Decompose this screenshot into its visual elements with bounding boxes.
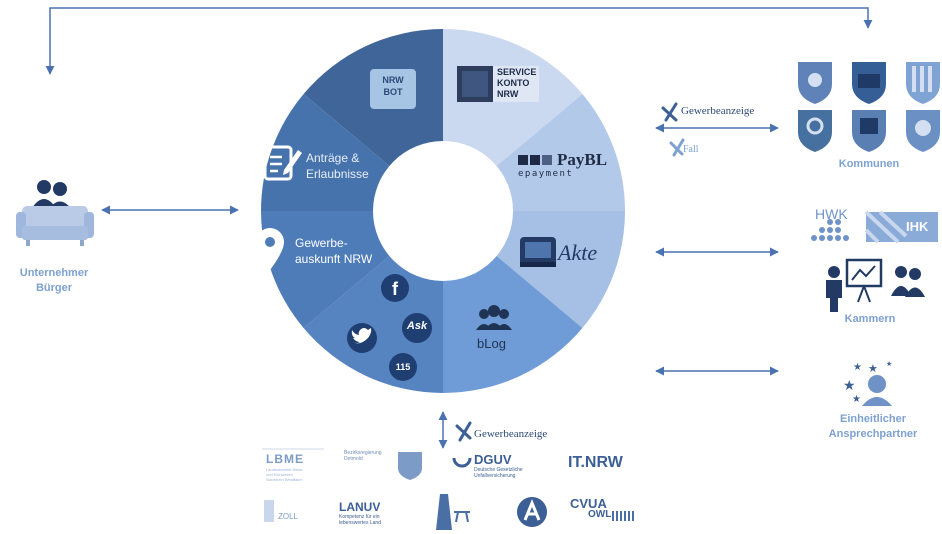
svg-text:★: ★ — [886, 360, 892, 368]
akte-label: Akte — [558, 240, 598, 265]
hwk-label: HWK — [815, 206, 848, 222]
clipboard-edit-icon — [263, 145, 302, 181]
lanuv-logo: LANUV — [339, 500, 381, 514]
phone-115-icon[interactable] — [389, 353, 417, 381]
bezreg-logo: Bezirksregierung Detmold — [344, 450, 382, 462]
svg-text:★: ★ — [868, 362, 878, 375]
crest-icon — [798, 110, 832, 152]
dguv-sub: Deutsche Gesetzliche Unfallversicherung — [474, 467, 523, 479]
facebook-icon[interactable] — [381, 274, 409, 302]
gewerbeanzeige-bottom-label: Gewerbeanzeige — [474, 428, 548, 440]
dguv-logo: DGUV — [474, 452, 512, 467]
paybl-label: PayBL — [557, 150, 608, 169]
location-pin-icon — [256, 228, 284, 270]
paybl-logo-squares — [518, 155, 552, 165]
wheel-hub — [373, 141, 513, 281]
paybl-sub-label: epayment — [518, 169, 574, 179]
itnrw-logo: IT.NRW — [568, 454, 623, 471]
presentation-icon — [826, 258, 925, 312]
kommunen-label: Kommunen — [838, 158, 900, 170]
unternehmer-label: Unternehmer Bürger — [19, 267, 89, 294]
kommunen-crests — [798, 62, 940, 152]
ihk-logo — [864, 210, 938, 244]
phone-115-label: 115 — [395, 362, 411, 372]
gewerbeanzeige-right-label: Gewerbeanzeige — [681, 105, 755, 117]
bottom-logo-graphics — [262, 448, 634, 530]
hwk-logo — [811, 219, 849, 241]
ask-icon[interactable] — [402, 313, 432, 343]
gewerbeauskunft-label: Gewerbe- auskunft NRW — [295, 236, 373, 266]
antraege-label: Anträge & Erlaubnisse — [306, 151, 369, 181]
xfall-label: Fall — [683, 144, 699, 155]
x-gewerbe-right-icon — [661, 102, 678, 122]
nrw-crest-icon — [398, 452, 422, 480]
servicekonto-label: SERVICE KONTO NRW — [497, 67, 537, 99]
svg-text:f: f — [392, 279, 399, 299]
blog-label: bLog — [477, 336, 506, 351]
cvua-bars — [612, 511, 634, 521]
nrw-bot-tile — [370, 69, 416, 109]
top-bracket-arrow — [45, 7, 873, 75]
svg-text:★: ★ — [852, 394, 861, 405]
servicekonto-logo — [457, 66, 539, 102]
lanuv-sub: Kompetenz für ein lebenswertes Land — [339, 514, 381, 526]
wheel — [261, 29, 625, 393]
ansprechpartner-icon: ★ ★ ★ ★ ★ — [843, 360, 892, 406]
nrw-bot-label: NRW BOT — [382, 75, 404, 97]
svg-text:★: ★ — [853, 362, 862, 373]
blog-people-icon — [476, 305, 512, 330]
svg-text:★: ★ — [843, 378, 856, 394]
cvua-owl-logo: OWL — [588, 509, 612, 520]
justitia-icon — [436, 494, 452, 530]
dguv-symbol-icon — [452, 457, 472, 468]
x-fall-icon — [669, 138, 685, 157]
ansprechpartner-label: Einheitlicher Ansprechpartner — [828, 413, 918, 440]
akte-folder-icon — [520, 237, 556, 267]
ihk-label: IHK — [906, 219, 929, 234]
ask-label: Ask — [406, 320, 428, 332]
lbme-logo: LBME — [266, 452, 304, 466]
people-sofa-icon — [16, 180, 94, 246]
zoll-logo: ZOLL — [278, 512, 299, 521]
cvua-logo: CVUA — [570, 496, 607, 511]
x-gewerbe-bottom-icon — [455, 421, 472, 442]
kammern-label: Kammern — [844, 313, 896, 325]
lbme-sub: Landesbetrieb Mess- und Eichwesen Nordrh… — [266, 467, 304, 482]
